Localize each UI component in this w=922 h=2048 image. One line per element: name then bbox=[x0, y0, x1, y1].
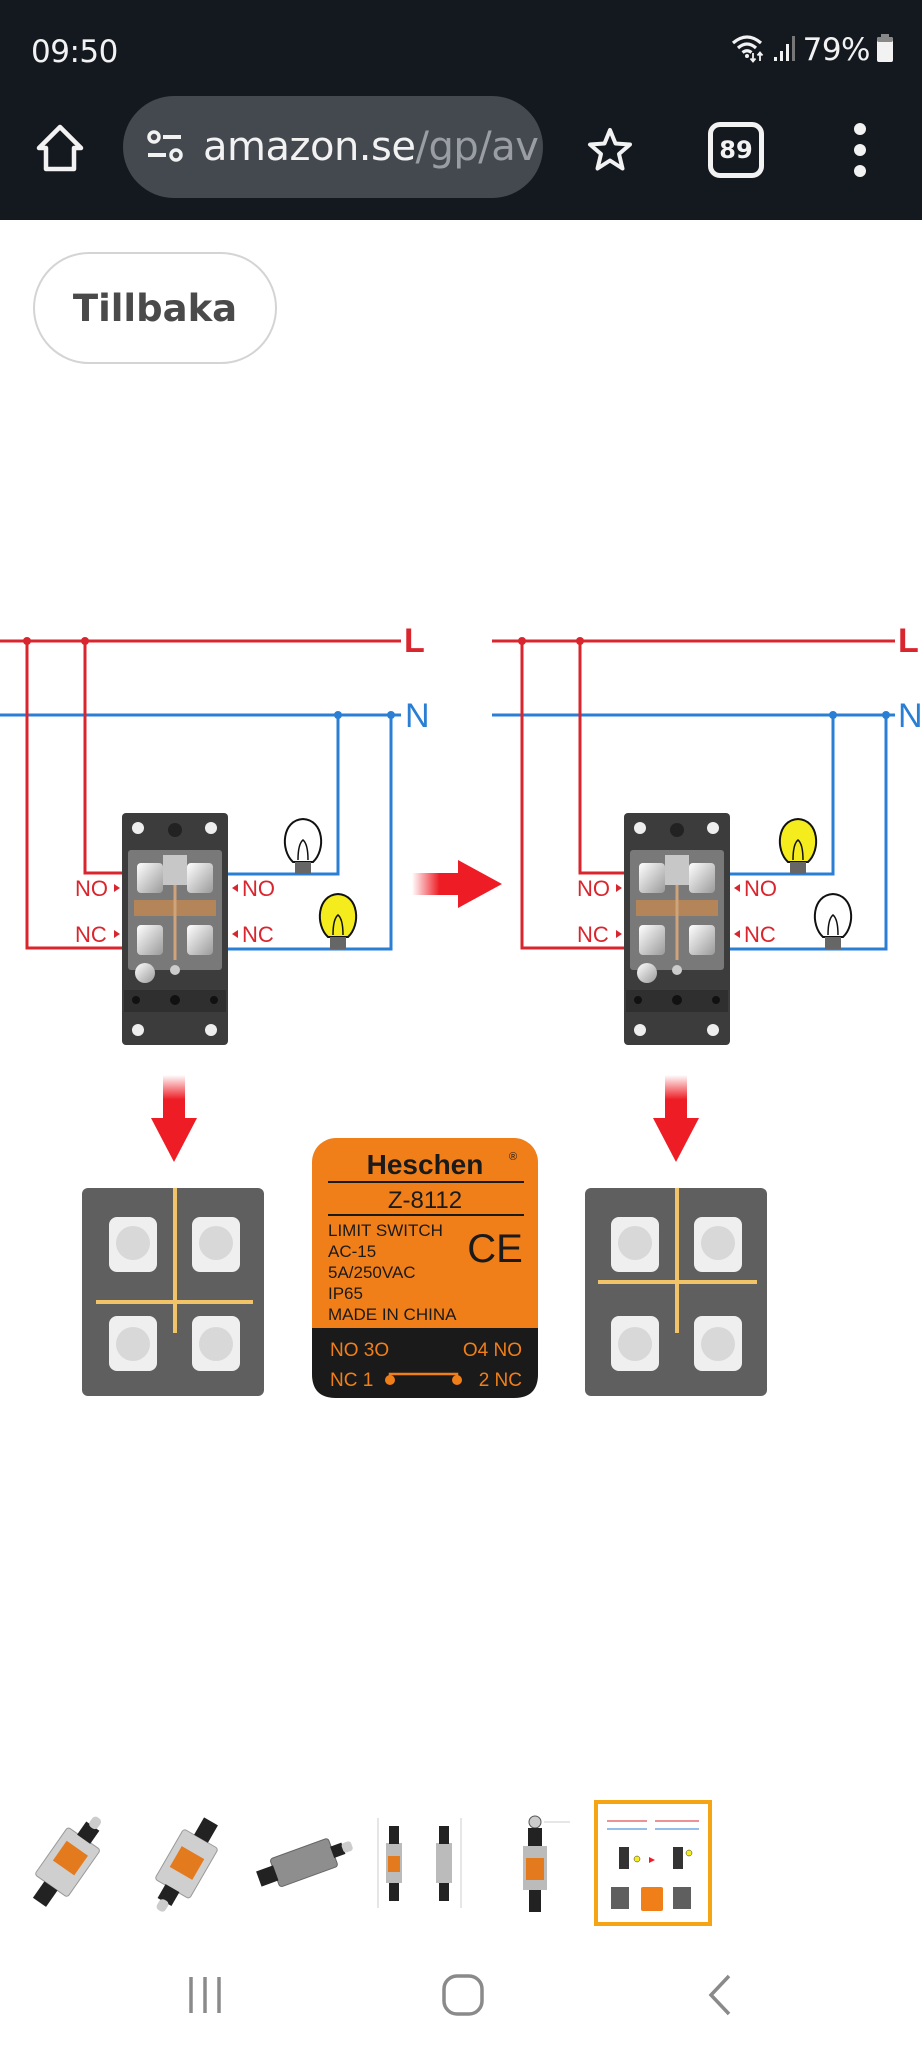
neutral-label-right: N bbox=[898, 697, 922, 735]
limit-switch-side-view-image bbox=[256, 1838, 353, 1888]
label-line3: 5A/250VAC bbox=[328, 1263, 416, 1282]
wifi-icon bbox=[731, 33, 767, 68]
bulb-on-icon bbox=[318, 892, 358, 949]
back-button[interactable]: Tillbaka bbox=[33, 252, 277, 364]
label-no-left-right-panel: NO bbox=[577, 876, 610, 901]
label-no-right-right-panel: NO bbox=[744, 876, 777, 901]
url-domain: amazon.se bbox=[203, 124, 416, 170]
label-nc-right: NC bbox=[242, 922, 274, 947]
label-brand: Heschen bbox=[367, 1149, 484, 1180]
home-button[interactable] bbox=[30, 118, 90, 178]
bulb-off-icon bbox=[813, 892, 853, 949]
label-terminal-4: O4 NO bbox=[463, 1340, 522, 1361]
home-nav-button[interactable] bbox=[428, 1970, 498, 2020]
status-time: 09:50 bbox=[31, 34, 118, 70]
bulb-off-icon bbox=[283, 817, 323, 874]
limit-switch-angled-front-image bbox=[32, 1816, 102, 1907]
line-label-right: L bbox=[898, 622, 919, 660]
label-nc-right-right-panel: NC bbox=[744, 922, 776, 947]
thumbnail-5[interactable] bbox=[476, 1800, 594, 1926]
battery-percent: 79% bbox=[802, 32, 871, 68]
address-bar[interactable]: amazon.se/gp/av bbox=[123, 96, 543, 198]
url-text[interactable]: amazon.se/gp/av bbox=[203, 124, 539, 170]
thumbnail-3[interactable] bbox=[244, 1800, 362, 1926]
bookmark-star-icon bbox=[588, 128, 632, 171]
product-label-plate: Heschen ® Z-8112 LIMIT SWITCH AC-15 5A/2… bbox=[312, 1138, 538, 1398]
limit-switch-front-dimensions-image bbox=[523, 1815, 570, 1912]
bulb-on-icon bbox=[778, 817, 818, 874]
url-path: /gp/av bbox=[415, 124, 539, 170]
battery-icon bbox=[876, 33, 894, 67]
ce-mark-icon: CE bbox=[467, 1227, 523, 1271]
tabs-button[interactable]: 89 bbox=[708, 122, 764, 178]
label-terminal-2: 2 NC bbox=[479, 1370, 522, 1391]
label-nc-left-right-panel: NC bbox=[577, 922, 609, 947]
site-settings-icon[interactable] bbox=[145, 127, 185, 167]
thumbnail-6-selected[interactable] bbox=[594, 1800, 712, 1926]
neutral-label: N bbox=[405, 697, 430, 735]
back-nav-icon bbox=[708, 1974, 731, 2016]
status-icons: 79% bbox=[731, 32, 894, 68]
label-line4: IP65 bbox=[328, 1284, 363, 1303]
down-arrow-right-icon bbox=[653, 1075, 699, 1162]
label-line1: LIMIT SWITCH bbox=[328, 1221, 443, 1240]
more-menu-button[interactable] bbox=[840, 118, 880, 182]
terminal-block-actuated bbox=[585, 1188, 767, 1396]
line-label: L bbox=[404, 622, 425, 660]
recent-apps-button[interactable] bbox=[170, 1970, 240, 2020]
transition-arrow-icon bbox=[412, 860, 502, 908]
bookmark-button[interactable] bbox=[578, 118, 642, 182]
wiring-panel-right: L N bbox=[492, 622, 922, 1045]
thumbnail-2[interactable] bbox=[128, 1800, 246, 1926]
wiring-diagram-thumbnail-image bbox=[607, 1820, 699, 1911]
down-arrow-left-icon bbox=[151, 1075, 197, 1162]
more-menu-icon bbox=[854, 123, 866, 135]
home-nav-icon bbox=[442, 1974, 484, 2016]
label-no-right: NO bbox=[242, 876, 275, 901]
recent-apps-icon bbox=[189, 1977, 221, 2013]
label-line2: AC-15 bbox=[328, 1242, 376, 1261]
thumbnail-1[interactable] bbox=[8, 1800, 126, 1926]
thumbnail-4[interactable] bbox=[362, 1800, 480, 1926]
limit-switch-body-pressed bbox=[624, 813, 730, 1045]
home-icon bbox=[36, 124, 84, 172]
label-nc-left: NC bbox=[75, 922, 107, 947]
wiring-panel-left: L N bbox=[0, 622, 430, 1045]
label-model: Z-8112 bbox=[388, 1187, 462, 1214]
back-nav-button[interactable] bbox=[685, 1970, 755, 2020]
label-no-left: NO bbox=[75, 876, 108, 901]
label-line5: MADE IN CHINA bbox=[328, 1305, 457, 1324]
label-terminal-3: NO 3O bbox=[330, 1340, 389, 1361]
limit-switch-body bbox=[122, 813, 228, 1045]
system-nav-bar bbox=[0, 1940, 922, 2048]
limit-switch-angled-tilted-image bbox=[155, 1817, 218, 1912]
thumbnail-strip bbox=[0, 1800, 922, 1926]
product-image[interactable]: L N bbox=[0, 560, 922, 1440]
terminal-block-normal bbox=[82, 1188, 264, 1396]
tab-count: 89 bbox=[719, 136, 753, 164]
label-registered: ® bbox=[509, 1151, 517, 1163]
signal-icon bbox=[773, 33, 797, 68]
browser-chrome: 09:50 79% bbox=[0, 0, 922, 220]
label-terminal-1: NC 1 bbox=[330, 1370, 373, 1391]
limit-switch-dimension-drawing-image bbox=[377, 1818, 462, 1908]
